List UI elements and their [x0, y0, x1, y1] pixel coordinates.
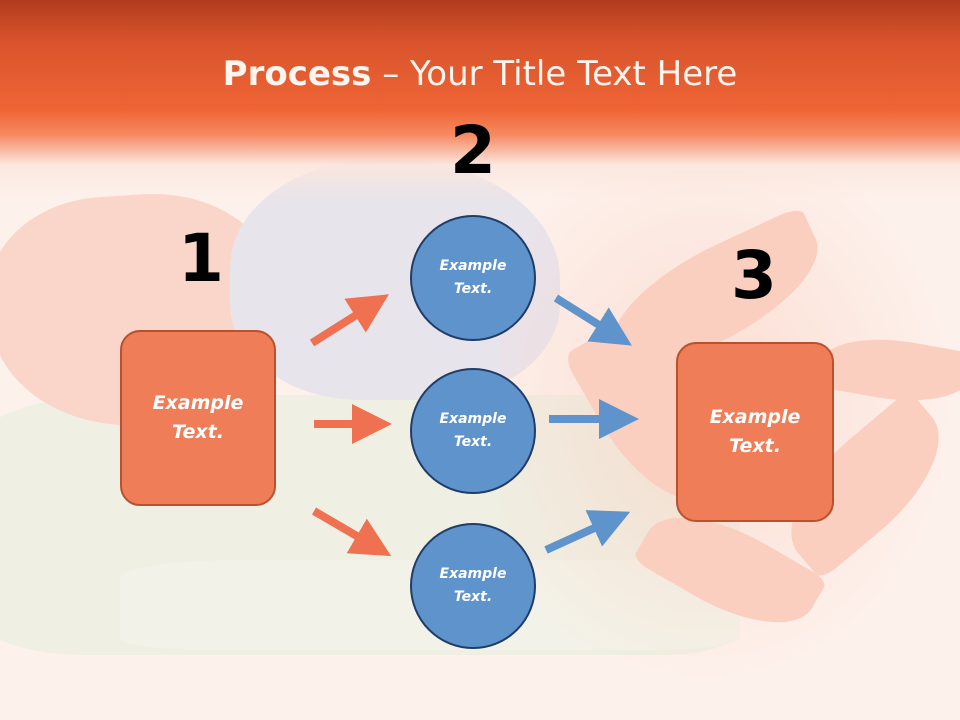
step-number-2: 2	[450, 112, 496, 189]
circle-text-line1: Example	[439, 258, 507, 274]
arrow-right-icon	[309, 294, 389, 347]
step-3-text-line2: Text.	[729, 435, 781, 457]
step-number-1: 1	[178, 220, 224, 297]
title-rest: Your Title Text Here	[410, 54, 738, 94]
slide-title: Process – Your Title Text Here	[0, 54, 960, 94]
title-separator: –	[371, 54, 411, 94]
step-3-text-line1: Example	[709, 406, 801, 428]
arrow-right-icon	[553, 294, 632, 346]
title-bold: Process	[222, 54, 372, 94]
circle-text-line2: Text.	[453, 434, 493, 450]
step-1-text-line1: Example	[152, 392, 244, 414]
step-number-3: 3	[731, 237, 777, 314]
circle-text-line1: Example	[439, 411, 507, 427]
step-2-circle-bottom: Example Text.	[410, 523, 536, 649]
circle-text-line2: Text.	[453, 589, 493, 605]
arrow-right-icon	[544, 510, 631, 554]
arrow-right-icon	[311, 507, 392, 557]
step-1-text-line2: Text.	[172, 421, 224, 443]
step-1-box: Example Text.	[120, 330, 276, 506]
step-3-box: Example Text.	[676, 342, 834, 522]
circle-text-line2: Text.	[453, 281, 493, 297]
header-band	[0, 0, 960, 200]
step-2-circle-top: Example Text.	[410, 215, 536, 341]
step-2-circle-middle: Example Text.	[410, 368, 536, 494]
circle-text-line1: Example	[439, 566, 507, 582]
